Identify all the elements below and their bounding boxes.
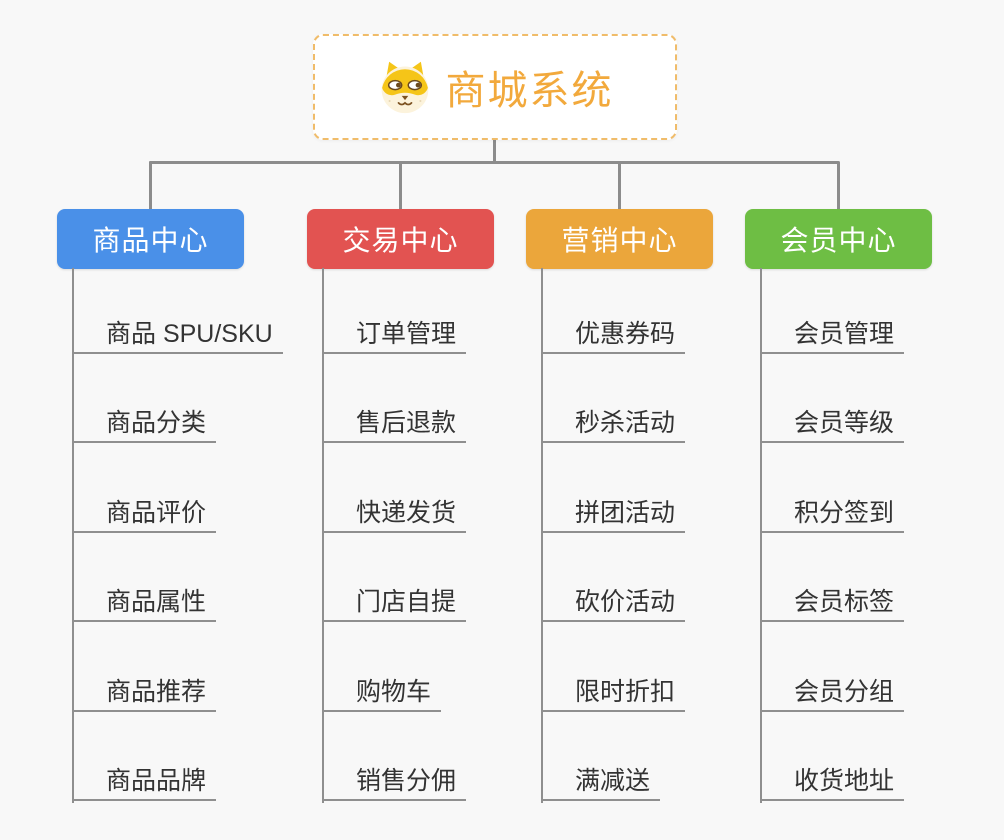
- branch-label: 交易中心: [342, 225, 459, 256]
- leaf-node[interactable]: 限时折扣: [541, 672, 686, 712]
- branch-children-product-center: 商品 SPU/SKU 商品分类 商品评价 商品属性 商品推荐 商品品牌: [72, 268, 322, 803]
- branch-node-trade-center[interactable]: 交易中心: [307, 209, 494, 269]
- leaf-node[interactable]: 门店自提: [322, 582, 467, 622]
- connector-drop-member: [837, 161, 840, 211]
- leaf-node[interactable]: 满减送: [541, 761, 661, 801]
- branch-children-trade-center: 订单管理 售后退款 快递发货 门店自提 购物车 销售分佣: [322, 268, 572, 803]
- shiba-dog-icon: [377, 59, 433, 115]
- root-node[interactable]: 商城系统: [313, 34, 677, 140]
- connector-drop-marketing: [618, 161, 621, 211]
- leaf-node[interactable]: 订单管理: [322, 314, 467, 354]
- leaf-node[interactable]: 砍价活动: [541, 582, 686, 622]
- root-title: 商城系统: [445, 69, 614, 113]
- branch-node-marketing-center[interactable]: 营销中心: [526, 209, 713, 269]
- leaf-node[interactable]: 商品分类: [72, 403, 217, 443]
- leaf-node[interactable]: 收货地址: [760, 761, 905, 801]
- branch-children-marketing-center: 优惠券码 秒杀活动 拼团活动 砍价活动 限时折扣 满减送: [541, 268, 791, 803]
- leaf-node[interactable]: 秒杀活动: [541, 403, 686, 443]
- leaf-node[interactable]: 会员管理: [760, 314, 905, 354]
- leaf-node[interactable]: 购物车: [322, 672, 442, 712]
- branch-label: 商品中心: [92, 225, 209, 256]
- connector-drop-trade: [399, 161, 402, 211]
- connector-root-stub: [493, 139, 496, 164]
- leaf-node[interactable]: 积分签到: [760, 493, 905, 533]
- leaf-node[interactable]: 会员标签: [760, 582, 905, 622]
- connector-drop-product: [149, 161, 152, 211]
- leaf-node[interactable]: 会员等级: [760, 403, 905, 443]
- leaf-node[interactable]: 商品评价: [72, 493, 217, 533]
- leaf-node[interactable]: 销售分佣: [322, 761, 467, 801]
- leaf-node[interactable]: 拼团活动: [541, 493, 686, 533]
- leaf-node[interactable]: 优惠券码: [541, 314, 686, 354]
- branch-label: 会员中心: [780, 225, 897, 256]
- branch-node-member-center[interactable]: 会员中心: [745, 209, 932, 269]
- branch-node-product-center[interactable]: 商品中心: [57, 209, 244, 269]
- branch-children-member-center: 会员管理 会员等级 积分签到 会员标签 会员分组 收货地址: [760, 268, 1004, 803]
- leaf-node[interactable]: 商品 SPU/SKU: [72, 314, 283, 354]
- leaf-node[interactable]: 商品属性: [72, 582, 217, 622]
- branch-label: 营销中心: [561, 225, 678, 256]
- leaf-node[interactable]: 快递发货: [322, 493, 467, 533]
- connector-rail: [149, 161, 839, 164]
- leaf-node[interactable]: 会员分组: [760, 672, 905, 712]
- leaf-node[interactable]: 售后退款: [322, 403, 467, 443]
- leaf-node[interactable]: 商品推荐: [72, 672, 217, 712]
- leaf-node[interactable]: 商品品牌: [72, 761, 217, 801]
